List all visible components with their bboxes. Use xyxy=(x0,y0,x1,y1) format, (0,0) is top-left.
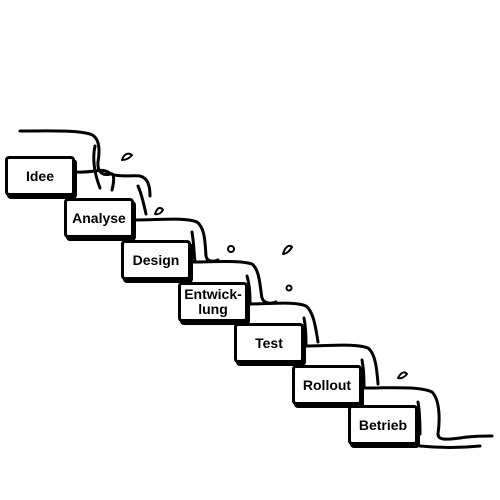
stage-design: Design xyxy=(121,240,191,280)
stage-idee: Idee xyxy=(5,156,75,196)
stage-rollout: Rollout xyxy=(292,365,362,405)
stage-label: Test xyxy=(255,334,283,351)
stage-entwicklung: Entwick- lung xyxy=(178,282,248,322)
stage-label: Analyse xyxy=(72,209,126,226)
stage-label: Design xyxy=(132,251,180,268)
stage-betrieb: Betrieb xyxy=(348,405,418,445)
stage-test: Test xyxy=(234,323,304,363)
stage-label: Betrieb xyxy=(358,416,408,433)
stage-label: Entwick- lung xyxy=(184,286,242,317)
stage-analyse: Analyse xyxy=(64,198,134,238)
stage-label: Idee xyxy=(25,167,54,184)
stage-label: Rollout xyxy=(302,376,352,393)
